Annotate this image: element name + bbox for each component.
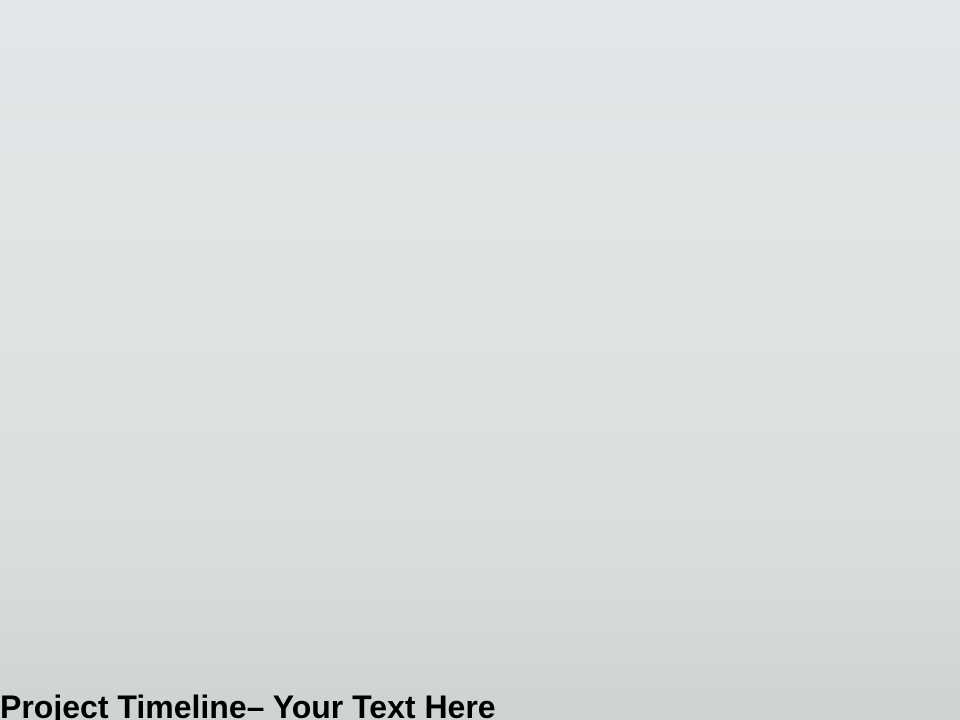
- light-glow: [0, 268, 44, 312]
- light-glow: [0, 312, 29, 341]
- light-glow: [0, 424, 36, 460]
- light-glow: [0, 504, 39, 543]
- title-main: Project Timeline: [0, 688, 247, 720]
- light-glow: [0, 652, 23, 675]
- light-glow: [0, 587, 39, 626]
- light-glow: [0, 543, 44, 587]
- light-glow: [0, 224, 44, 268]
- light-glow: [0, 380, 44, 424]
- slide-title[interactable]: Project Timeline– Your Text Here: [0, 689, 960, 720]
- title-subtitle: – Your Text Here: [246, 688, 496, 720]
- light-glow: [0, 626, 26, 652]
- header-gradient-band: [0, 0, 960, 172]
- light-glow: [0, 460, 44, 504]
- light-glow: [0, 182, 42, 224]
- light-glow: [0, 676, 13, 689]
- light-glow: [0, 341, 39, 380]
